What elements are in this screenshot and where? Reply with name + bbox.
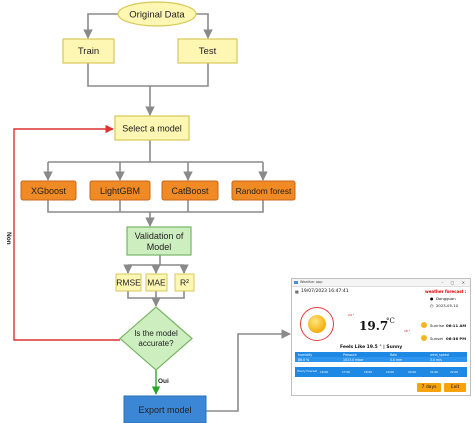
sunrise-label: Sunrise — [430, 323, 445, 328]
node-export-model — [123, 395, 207, 423]
node-decision — [119, 306, 193, 371]
node-train — [62, 38, 115, 64]
node-validation-label-line1: Validation of — [135, 231, 184, 241]
header-pressure: Pressure — [343, 352, 357, 357]
node-original-data — [117, 1, 197, 27]
value-rain: 0.0 mm — [390, 357, 403, 362]
node-validation — [126, 226, 192, 256]
app-icon — [294, 281, 298, 284]
connector-data-to-train — [83, 13, 120, 39]
node-metric-mae — [145, 273, 168, 292]
window-title: Weather app — [300, 280, 323, 284]
node-metric-r2-label: R² — [180, 278, 189, 288]
temp-high: 24 ° — [348, 313, 355, 317]
header-humidity: humidity — [298, 352, 313, 357]
node-model-lightgbm-label: LightGBM — [100, 186, 140, 196]
hourly-forecast-strip: Hourly forecast 16:00 17:00 18:00 19:00 … — [295, 367, 467, 377]
node-metric-rmse-label: RMSE — [116, 278, 141, 288]
connector-train-merge — [87, 63, 150, 87]
node-metric-mae-label: MAE — [147, 278, 166, 288]
sunrise-icon — [421, 322, 427, 328]
node-model-xgboost-label: XGboost — [31, 186, 67, 196]
node-model-xgboost — [20, 180, 77, 201]
label-no: Non — [5, 232, 12, 245]
node-test-label: Test — [199, 46, 217, 57]
node-model-random-forest — [231, 180, 296, 201]
weather-app-window: Weather app – □ ✕ ▦ 19/07/2023 16:47:41 … — [291, 278, 471, 396]
sun-weather-icon — [300, 307, 334, 341]
location-label: Dongguan — [436, 296, 456, 301]
connector-data-to-test — [196, 13, 213, 39]
temp-low: 16 ° — [404, 329, 411, 333]
node-metric-r2 — [174, 273, 195, 292]
hourly-cell: 22:00 — [450, 370, 459, 374]
sunset-time: 06:36 PM — [446, 336, 466, 341]
header-rain: Rain — [390, 352, 398, 357]
node-metric-rmse — [115, 273, 142, 292]
value-pressure: 1013.0 mbar — [343, 357, 364, 362]
hourly-cell: 17:00 — [342, 370, 351, 374]
node-decision-label-line1: Is the model — [134, 329, 178, 338]
hourly-cell: 20:00 — [408, 370, 417, 374]
sunset-icon — [421, 335, 427, 341]
node-original-data-label: Original Data — [129, 10, 185, 21]
node-validation-label-line2: Model — [147, 242, 172, 252]
node-model-catboost — [161, 180, 219, 201]
temperature-unit: °C — [386, 317, 395, 325]
person-icon: ● — [430, 296, 434, 301]
node-test — [177, 38, 238, 64]
node-select-model — [114, 115, 190, 141]
sunrise-time: 06:11 AM — [446, 323, 467, 328]
value-wind: 3.0 m/s — [430, 357, 442, 362]
connectors — [43, 13, 291, 412]
forecast-heading: weather forecast : — [425, 289, 467, 294]
feels-like-label: Feels Like 19.5 ° | Sunny — [340, 345, 403, 350]
node-model-catboost-label: CatBoost — [171, 186, 209, 196]
label-yes: Oui — [158, 378, 169, 385]
exit-button[interactable]: Exit — [444, 383, 466, 392]
node-train-label: Train — [78, 46, 99, 57]
hourly-cell: 18:00 — [364, 370, 373, 374]
calendar-icon: ▦ — [295, 289, 299, 294]
connector-xgboost-join — [47, 199, 150, 213]
node-export-model-label: Export model — [138, 405, 191, 415]
hourly-cell: 16:00 — [320, 370, 329, 374]
hourly-cell: 19:00 — [386, 370, 395, 374]
node-model-random-forest-label: Random forest — [236, 186, 292, 196]
datetime-label: 19/07/2023 16:47:41 — [301, 289, 349, 294]
metrics-header-bar: humidity Pressure Rain wind_speed — [295, 352, 467, 357]
temperature-value: 19.7 — [359, 319, 389, 333]
window-controls[interactable]: – □ ✕ — [441, 280, 468, 285]
connector-export-to-app — [206, 329, 291, 412]
node-model-lightgbm — [89, 180, 151, 201]
hourly-cell: 21:00 — [430, 370, 439, 374]
weather-app-titlebar: Weather app – □ ✕ — [292, 279, 470, 287]
connector-no-loop — [13, 124, 120, 341]
clock-icon: ◷ — [430, 303, 434, 308]
connector-rf-join — [150, 199, 264, 213]
value-humidity: 86.0 % — [298, 357, 310, 362]
metrics-value-bar: 86.0 % 1013.0 mbar 0.0 mm 3.0 m/s — [295, 357, 467, 362]
node-select-model-label: Select a model — [122, 124, 182, 134]
node-decision-label-line2: accurate? — [138, 339, 174, 348]
header-wind: wind_speed — [430, 352, 449, 357]
connector-test-merge — [150, 63, 209, 87]
hourly-forecast-label: Hourly forecast — [297, 370, 317, 373]
date-label: 2023-05-10 — [436, 303, 459, 308]
sunset-label: Sunset — [430, 336, 444, 341]
seven-days-button[interactable]: 7 days — [417, 383, 441, 392]
